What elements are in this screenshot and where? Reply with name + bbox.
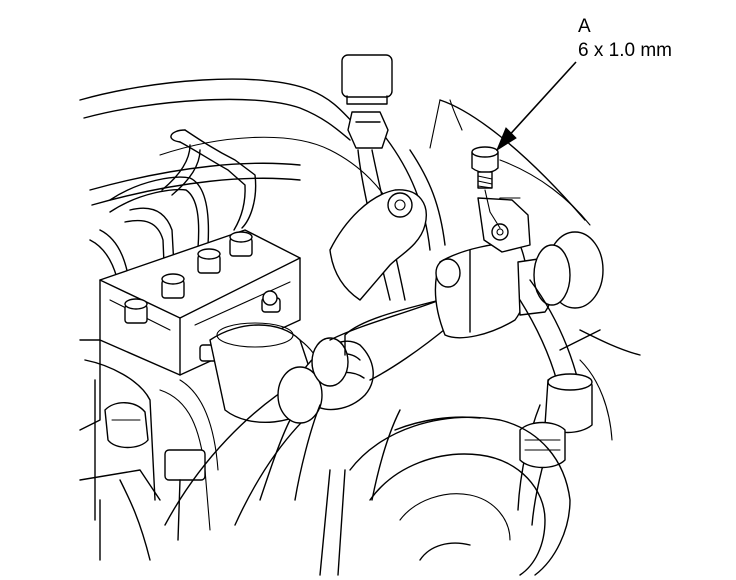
bracket-plate: [477, 197, 531, 253]
main-hose: [164, 299, 451, 526]
mount-bracket: [329, 189, 427, 301]
callout-letter: A: [578, 16, 591, 37]
lower-right-components: [517, 279, 641, 526]
callout-leader: [495, 61, 577, 152]
lower-housing: [319, 409, 571, 576]
engine-block-lower-left: [79, 339, 219, 561]
firewall-contours: [79, 78, 591, 251]
callout-spec: 6 x 1.0 mm: [578, 40, 672, 61]
leader-arrowhead: [495, 127, 517, 152]
bolt-A: [471, 146, 501, 229]
reservoir-cap: [341, 54, 393, 149]
